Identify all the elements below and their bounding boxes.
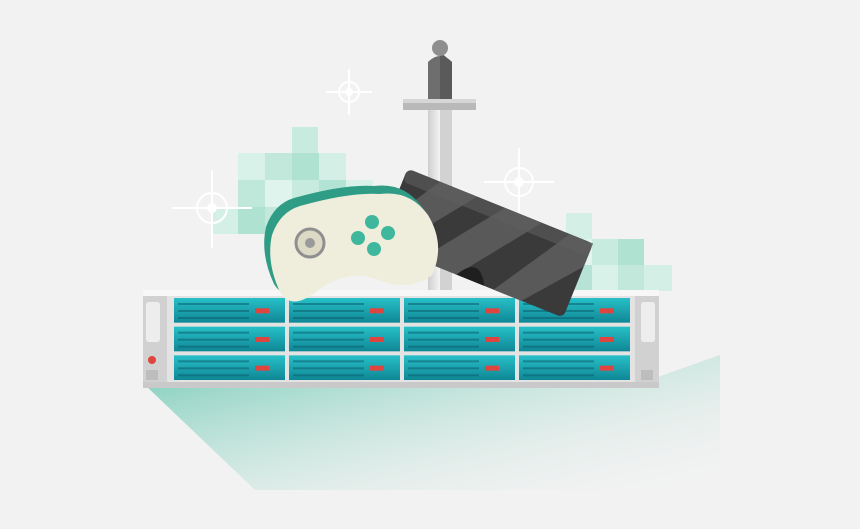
drive-bay-vent [293, 331, 364, 334]
drive-bay-vent [178, 360, 249, 363]
drive-bay-vent [408, 303, 479, 305]
drive-status-led [485, 308, 499, 314]
drive-bay-vent [293, 310, 364, 312]
drive-bay-vent [523, 331, 594, 334]
drive-status-led [255, 365, 269, 371]
drive-bay-vent [178, 331, 249, 334]
drive-bay-vent [408, 345, 479, 348]
drive-bay-vent [523, 374, 594, 377]
drive-bay-vent [293, 360, 364, 363]
drive-bay-vent [293, 345, 364, 348]
drive-bays [174, 298, 630, 380]
drive-bay-vent [293, 338, 364, 341]
drive-bay-vent [523, 345, 594, 348]
drive-bay-vent [293, 303, 364, 305]
drive-bay-vent [178, 338, 249, 341]
drive-bay-vent [523, 360, 594, 363]
drive-bay-vent [178, 303, 249, 305]
drive-bay-vent [178, 374, 249, 377]
drive-bay-vent [523, 367, 594, 370]
drive-status-led [255, 337, 269, 342]
drive-status-led [255, 308, 269, 314]
drive-status-led [485, 337, 499, 342]
drive-bay-vent [523, 317, 594, 319]
vr-headset-icon [377, 170, 594, 316]
drive-bay-vent [293, 317, 364, 319]
drive-bay-vent [293, 367, 364, 370]
drive-bay-vent [178, 367, 249, 370]
drive-bay-vent [408, 367, 479, 370]
drive-bay-vent [408, 374, 479, 377]
drive-bay-vent [408, 317, 479, 319]
game-controller-icon [264, 185, 439, 302]
cast-shadow [145, 355, 720, 490]
drive-bay-vent [178, 317, 249, 319]
drive-bay-vent [408, 360, 479, 363]
drive-status-led [370, 365, 384, 371]
drive-bay-vent [408, 331, 479, 334]
drive-bay-vent [523, 338, 594, 341]
drive-status-led [600, 365, 614, 371]
crosshair-icon [326, 69, 372, 115]
drive-status-led [485, 365, 499, 371]
drive-bay-vent [178, 345, 249, 348]
crosshair-icon [172, 170, 252, 248]
drive-status-led [600, 308, 614, 314]
drive-status-led [370, 308, 384, 314]
drive-bay-vent [408, 338, 479, 341]
drive-bay-vent [293, 374, 364, 377]
drive-status-led [600, 337, 614, 342]
drive-bay-vent [408, 310, 479, 312]
drive-bay-vent [178, 310, 249, 312]
drive-status-led [370, 337, 384, 342]
crosshair-icon [484, 148, 554, 216]
